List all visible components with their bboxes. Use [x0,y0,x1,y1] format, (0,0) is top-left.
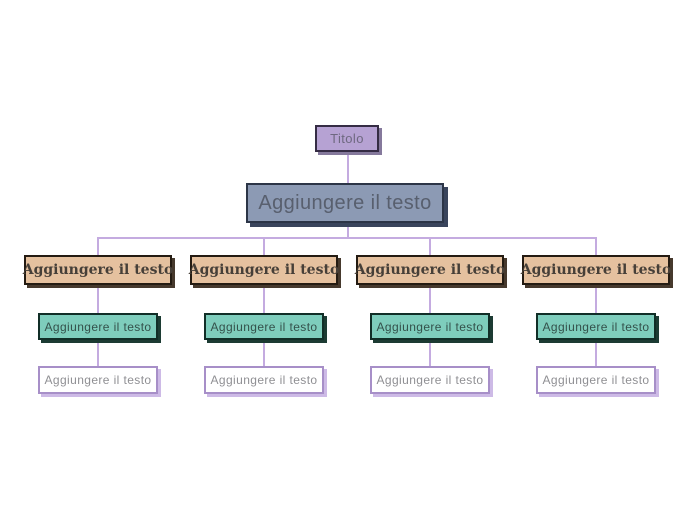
org-node-branch4-level2[interactable]: Aggiungere il testo [536,313,656,340]
org-node-branch4-level3[interactable]: Aggiungere il testo [536,366,656,394]
connector-rail [98,237,597,239]
connector-level2-to-level3 [429,341,431,366]
org-node-branch3-level3[interactable]: Aggiungere il testo [370,366,490,394]
connector-rail-to-branch [97,237,99,255]
connector-level1-to-level2 [595,284,597,313]
org-node-branch2-level2[interactable]: Aggiungere il testo [204,313,324,340]
connector-level1-to-level2 [429,284,431,313]
org-node-branch1-level3[interactable]: Aggiungere il testo [38,366,158,394]
connector-level1-to-level2 [263,284,265,313]
org-node-branch2-level3[interactable]: Aggiungere il testo [204,366,324,394]
connector-level2-to-level3 [263,341,265,366]
org-node-main[interactable]: Aggiungere il testo [246,183,444,223]
org-node-branch3-level1[interactable]: Aggiungere il testo [355,255,505,285]
connector-level1-to-level2 [97,284,99,313]
org-node-branch4-level1[interactable]: Aggiungere il testo [521,255,671,285]
connector-rail-to-branch [429,237,431,255]
connector-rail-to-branch [595,237,597,255]
connector-root-to-main [347,152,349,183]
org-node-branch3-level2[interactable]: Aggiungere il testo [370,313,490,340]
connector-main-to-rail [347,221,349,238]
connector-level2-to-level3 [595,341,597,366]
org-node-branch1-level1[interactable]: Aggiungere il testo [23,255,173,285]
org-node-branch2-level1[interactable]: Aggiungere il testo [189,255,339,285]
org-node-title[interactable]: Titolo [315,125,379,152]
connector-rail-to-branch [263,237,265,255]
org-node-branch1-level2[interactable]: Aggiungere il testo [38,313,158,340]
connector-level2-to-level3 [97,341,99,366]
